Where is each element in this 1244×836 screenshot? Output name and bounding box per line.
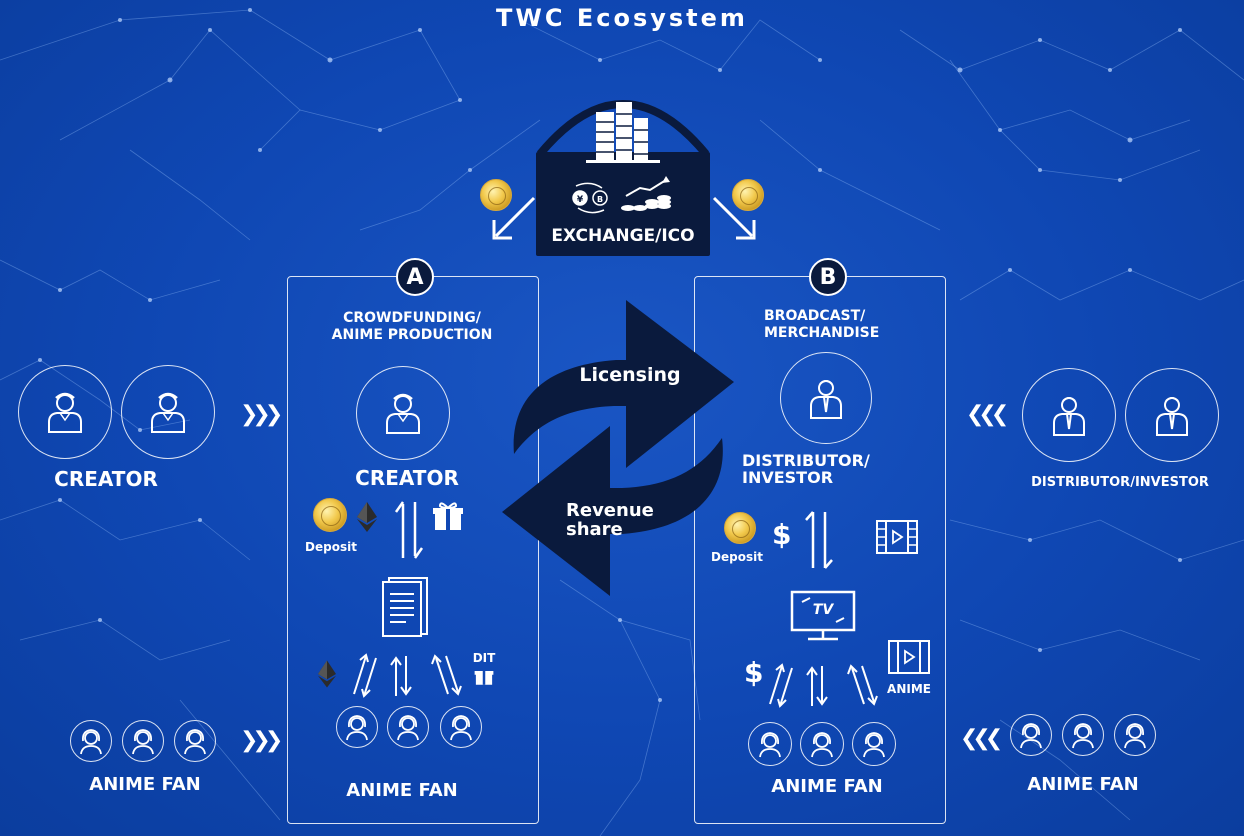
anime-fan-icon	[397, 715, 419, 741]
chevrons-left-icon: ❮❮❮	[966, 402, 1009, 427]
panel-a-fan-label: ANIME FAN	[346, 780, 458, 801]
revenue-share-label-line1: Revenue	[566, 500, 654, 521]
dollar-icon: $	[744, 656, 764, 689]
person-icon	[151, 392, 185, 433]
chevrons-right-icon: ❯❯❯	[240, 402, 283, 427]
badge-a: A	[396, 258, 434, 296]
badge-b: B	[809, 258, 847, 296]
fan-avatar	[748, 722, 792, 766]
outer-distributor-avatar	[1125, 368, 1219, 462]
anime-fan-icon	[132, 729, 154, 755]
fan-avatar	[387, 706, 429, 748]
building-icon	[586, 102, 660, 163]
licensing-label: Licensing	[579, 364, 681, 386]
ethereum-icon	[357, 502, 377, 532]
tv-icon	[790, 590, 856, 641]
anime-fan-icon	[346, 715, 368, 741]
outer-fan-avatar	[1114, 714, 1156, 756]
exchange-building: ¥ B	[536, 100, 710, 256]
outer-creator-avatar	[18, 365, 112, 459]
svg-text:B: B	[597, 195, 603, 204]
video-player-icon	[876, 520, 918, 554]
gift-icon	[474, 671, 494, 685]
video-player-icon	[888, 640, 930, 674]
outer-fan-avatar	[70, 720, 112, 762]
page-title: TWC Ecosystem	[496, 4, 748, 32]
panel-b-distributor-line2: INVESTOR	[742, 468, 834, 487]
coin-icon	[480, 179, 512, 211]
currency-exchange-icon	[572, 182, 608, 214]
anime-fan-icon	[1020, 723, 1042, 749]
anime-fan-icon	[759, 732, 781, 758]
coin-icon	[724, 512, 756, 544]
businessman-icon	[1053, 397, 1085, 436]
up-down-arrows-icon	[805, 511, 833, 569]
outer-left-fan-label: ANIME FAN	[89, 774, 201, 795]
licensing-arrow	[513, 300, 734, 468]
coin-icon	[313, 498, 347, 532]
chevrons-right-icon: ❯❯❯	[240, 728, 283, 753]
anime-fan-icon	[1124, 723, 1146, 749]
person-icon	[386, 393, 420, 434]
arrow-down-right-icon	[712, 196, 756, 240]
outer-creator-label: CREATOR	[54, 467, 158, 491]
outer-fan-avatar	[174, 720, 216, 762]
anime-fan-icon	[863, 732, 885, 758]
businessman-icon	[1156, 397, 1188, 436]
growth-coins-icon	[621, 195, 671, 211]
distributor-avatar	[780, 352, 872, 444]
fan-transfer-arrows	[353, 653, 462, 698]
fan-transfer-arrows	[769, 663, 878, 708]
outer-right-fan-label: ANIME FAN	[1027, 774, 1139, 795]
outer-distributor-label: DISTRIBUTOR/INVESTOR	[1031, 475, 1209, 490]
outer-distributor-avatar	[1022, 368, 1116, 462]
svg-text:¥: ¥	[577, 195, 584, 205]
up-down-arrows-icon	[394, 501, 424, 559]
ethereum-icon	[318, 660, 336, 688]
panel-b-distributor-line1: DISTRIBUTOR/	[742, 451, 870, 470]
exchange-label: EXCHANGE/ICO	[551, 226, 695, 246]
tv-label: TV	[812, 602, 834, 618]
anime-fan-icon	[184, 729, 206, 755]
panel-b-heading-line2: MERCHANDISE	[764, 325, 880, 341]
outer-creator-avatar	[121, 365, 215, 459]
fan-avatar	[800, 722, 844, 766]
anime-fan-icon	[1072, 723, 1094, 749]
coin-icon	[732, 179, 764, 211]
panel-a-dit-label: DIT	[472, 651, 496, 665]
person-icon	[48, 392, 82, 433]
panel-b-deposit-label: Deposit	[711, 550, 763, 564]
document-icon	[382, 577, 428, 637]
outer-fan-avatar	[1010, 714, 1052, 756]
dollar-icon: $	[772, 518, 792, 551]
outer-fan-avatar	[122, 720, 164, 762]
anime-fan-icon	[450, 715, 472, 741]
revenue-share-label-line2: share	[566, 519, 623, 540]
outer-fan-avatar	[1062, 714, 1104, 756]
anime-fan-icon	[811, 732, 833, 758]
arrow-down-left-icon	[492, 196, 536, 240]
creator-avatar	[356, 366, 450, 460]
panel-a-deposit-label: Deposit	[305, 540, 357, 554]
panel-b-anime-label: ANIME	[887, 682, 931, 696]
fan-avatar	[852, 722, 896, 766]
anime-fan-icon	[80, 729, 102, 755]
panel-b-heading-line1: BROADCAST/	[764, 308, 866, 324]
businessman-icon	[810, 380, 842, 419]
gift-icon	[433, 502, 463, 530]
fan-avatar	[440, 706, 482, 748]
panel-a-heading-line2: ANIME PRODUCTION	[331, 327, 493, 343]
fan-avatar	[336, 706, 378, 748]
revenue-share-arrow	[502, 426, 723, 596]
cycle-arrows	[502, 300, 734, 596]
panel-a-heading-line1: CROWDFUNDING/	[343, 310, 481, 326]
chevrons-left-icon: ❮❮❮	[960, 726, 1003, 751]
panel-b-fan-label: ANIME FAN	[771, 776, 883, 797]
panel-a-creator-label: CREATOR	[355, 466, 459, 490]
